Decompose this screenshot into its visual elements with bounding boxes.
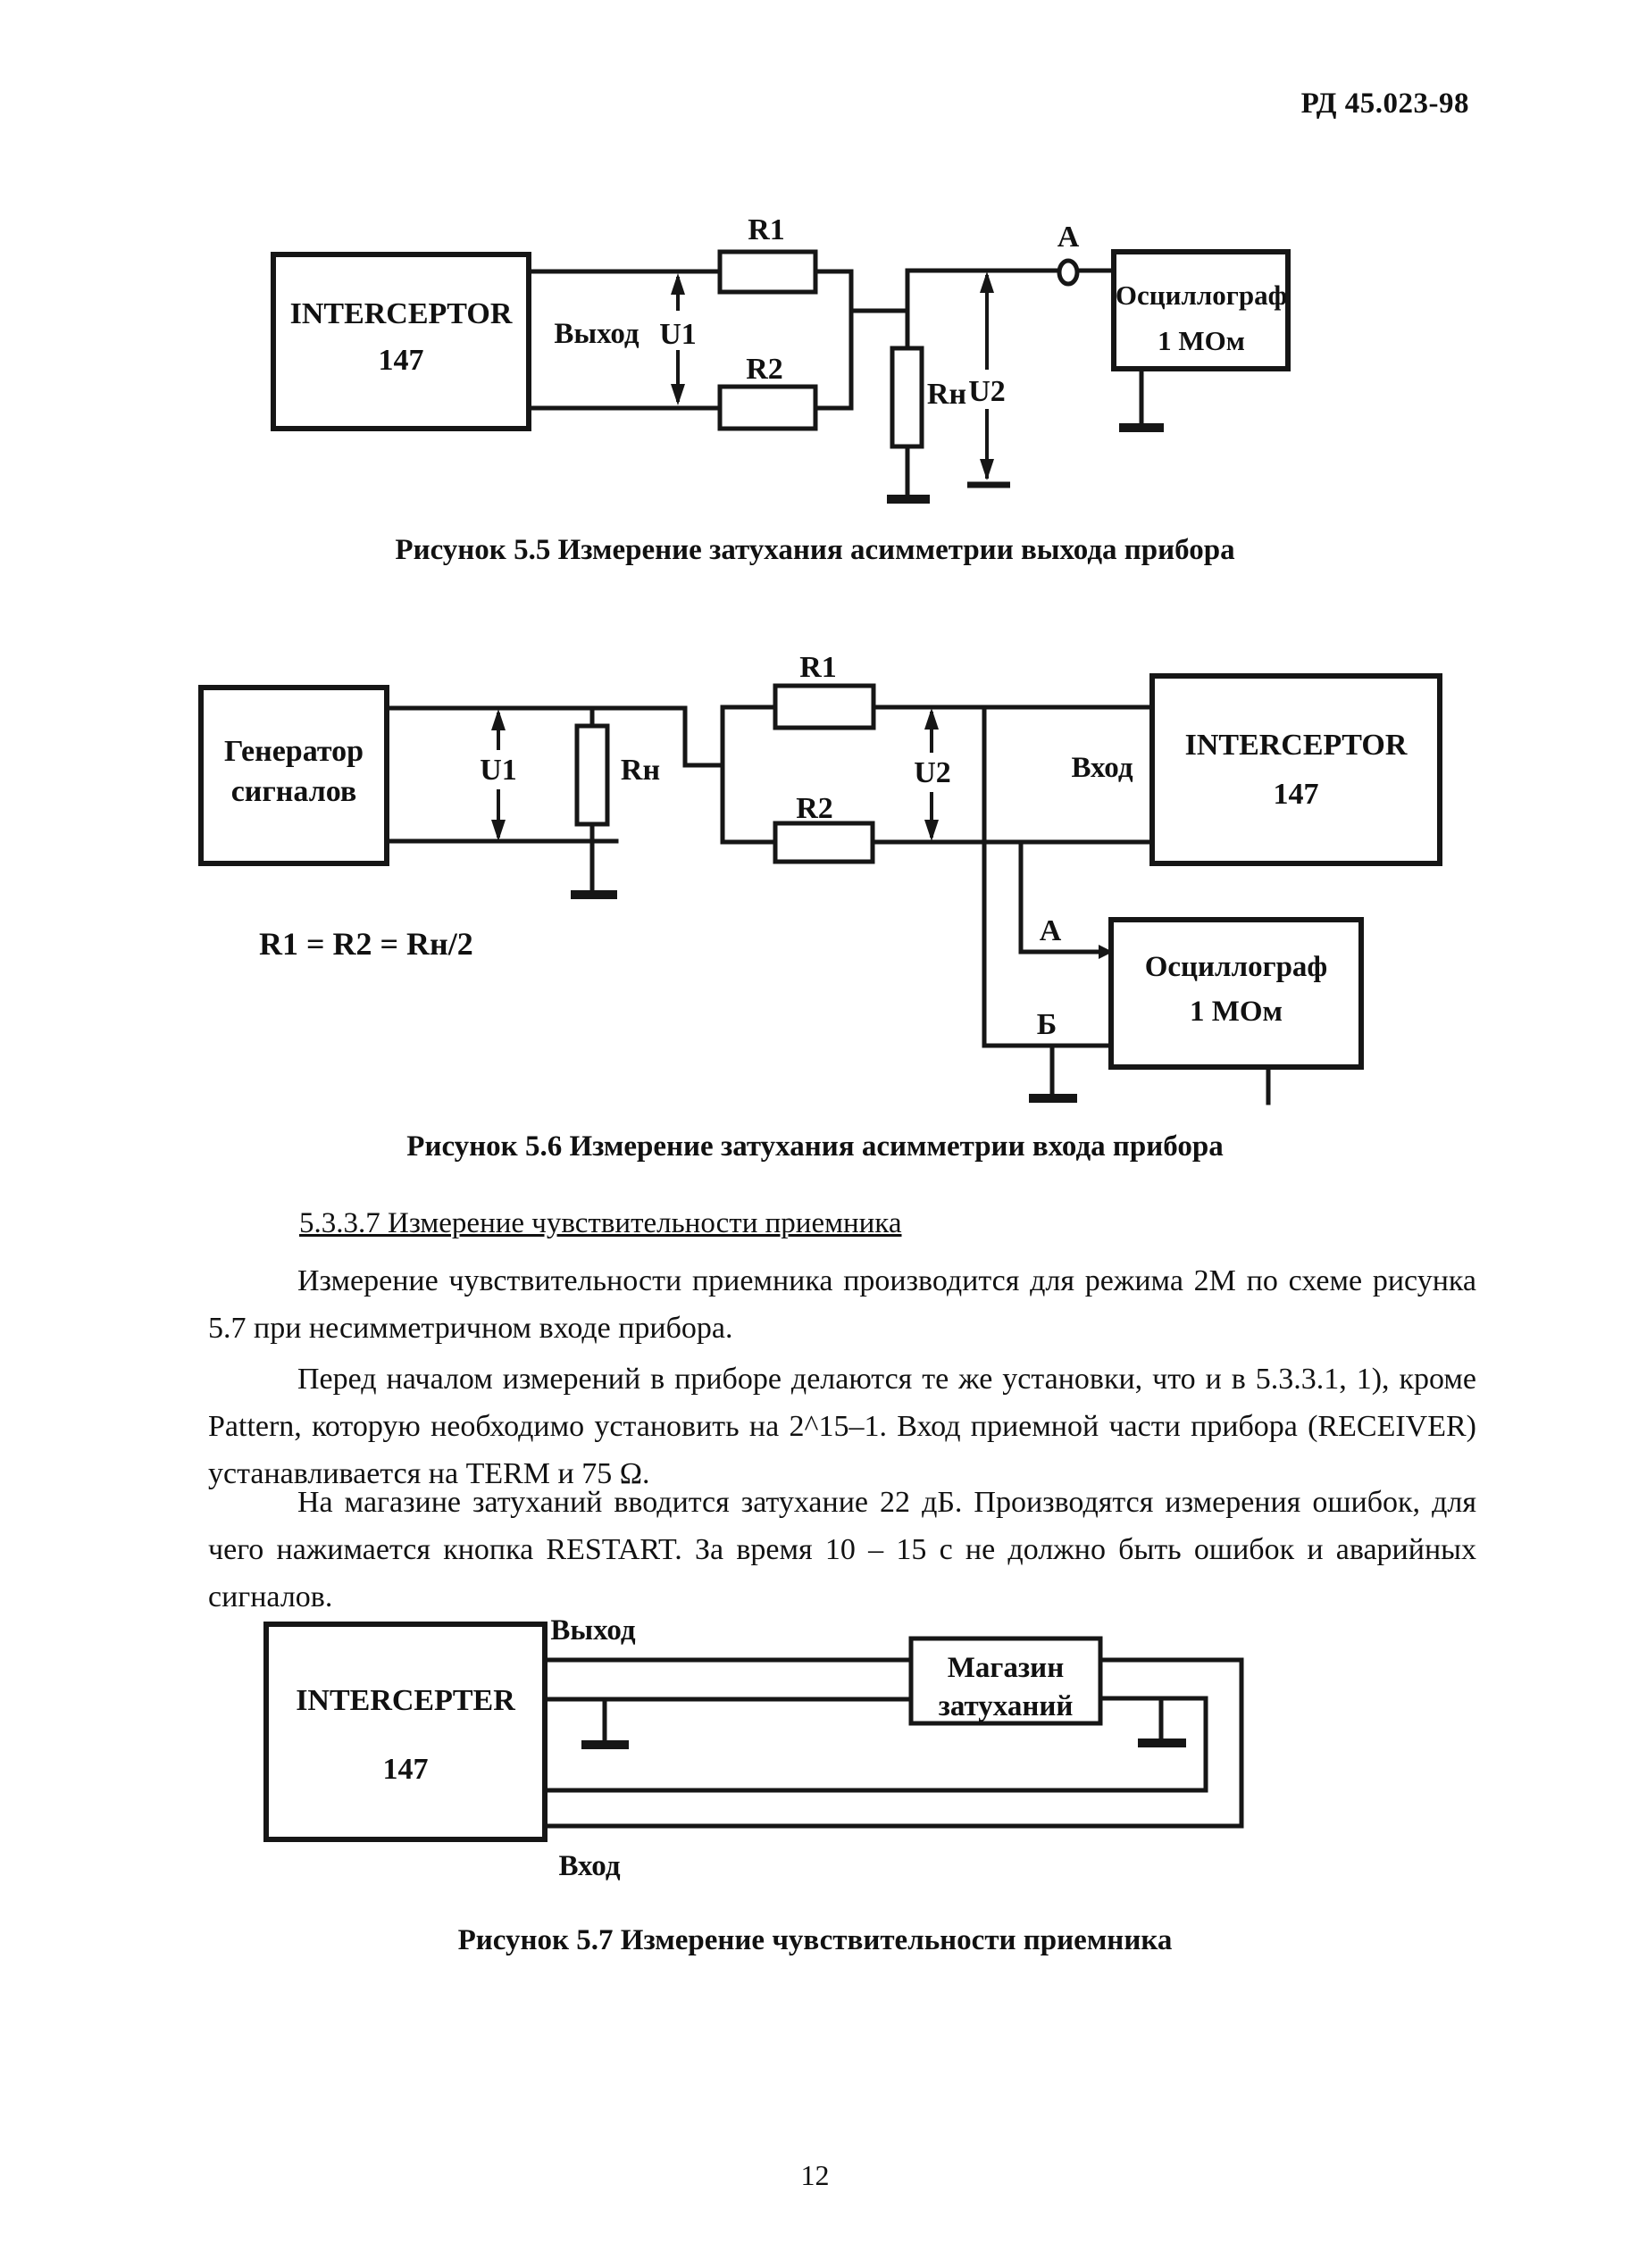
figure-5-7-caption: Рисунок 5.7 Измерение чувствительности п… — [457, 1924, 1173, 1956]
fig57-device-name: INTERCEPTER — [296, 1684, 515, 1717]
figure-5-5-diagram: INTERCEPTOR 147 R1 R2 Выход U1 A Rн U2 О… — [271, 213, 1291, 504]
paragraph-1: Измерение чувствительности приемника про… — [208, 1264, 1476, 1345]
interceptor-box — [1149, 673, 1442, 866]
fig56-r1-label: R1 — [799, 651, 837, 684]
resistor-rn — [890, 346, 924, 449]
resistor-r2 — [773, 821, 875, 864]
u2-arrow-icon — [907, 708, 956, 841]
fig55-u1-label: U1 — [659, 318, 697, 351]
paragraph-2: Перед началом измерений в приборе делают… — [208, 1363, 1476, 1490]
node-a-terminal — [1057, 258, 1080, 287]
resistor-r2 — [717, 384, 818, 431]
u1-arrow-icon — [473, 709, 523, 841]
section-5337-heading: 5.3.3.7 Измерение чувствительности прием… — [299, 1207, 902, 1239]
attenuator-box — [908, 1636, 1103, 1726]
fig56-u1-label: U1 — [480, 754, 517, 787]
fig56-gen-line2: сигналов — [231, 775, 357, 808]
fig56-u2-label: U2 — [914, 756, 951, 789]
fig55-rn-label: Rн — [927, 378, 966, 411]
paragraph-3: На магазине затуханий вводится затухание… — [208, 1486, 1476, 1613]
interceptor-box — [271, 252, 531, 431]
fig56-point-a-label: А — [1040, 914, 1062, 947]
fig55-device-model: 147 — [379, 344, 424, 377]
fig56-scope-name: Осциллограф — [1145, 951, 1328, 983]
figure-5-5-caption: Рисунок 5.5 Измерение затухания асимметр… — [395, 534, 1235, 566]
figure-5-7-diagram: INTERCEPTER 147 Выход Магазин затуханий … — [263, 1614, 1244, 1882]
fig56-device-name: INTERCEPTOR — [1185, 729, 1408, 762]
fig55-device-name: INTERCEPTOR — [290, 297, 513, 330]
fig56-point-b-label: Б — [1037, 1008, 1057, 1041]
fig55-point-a-label: A — [1057, 221, 1080, 254]
document-number: РД 45.023-98 — [1300, 88, 1469, 120]
fig55-r2-label: R2 — [746, 353, 783, 386]
oscilloscope-box — [1111, 249, 1291, 371]
fig56-gen-line1: Генератор — [224, 735, 364, 768]
fig56-r2-label: R2 — [796, 792, 833, 825]
fig55-scope-name: Осциллограф — [1116, 279, 1287, 311]
oscilloscope-box — [1108, 917, 1364, 1070]
fig57-device-model: 147 — [383, 1753, 429, 1786]
fig57-att-line1: Магазин — [948, 1652, 1064, 1684]
page-number: 12 — [800, 2159, 830, 2191]
fig56-scope-impedance: 1 МОм — [1190, 996, 1283, 1028]
fig55-scope-impedance: 1 МОм — [1158, 325, 1245, 356]
fig55-r1-label: R1 — [748, 213, 785, 246]
figure-5-6-diagram: Генератор сигналов R1 R2 U1 Rн U2 Вход I… — [198, 651, 1442, 1105]
fig56-input-label: Вход — [1071, 752, 1133, 784]
u1-arrow-icon — [653, 273, 703, 405]
fig56-rn-label: Rн — [621, 754, 660, 787]
resistor-r1 — [773, 683, 876, 730]
fig55-u2-label: U2 — [968, 375, 1006, 408]
fig57-output-label: Выход — [550, 1614, 636, 1647]
fig57-input-label: Вход — [558, 1850, 620, 1882]
fig57-att-line2: затуханий — [939, 1690, 1074, 1722]
fig56-device-model: 147 — [1274, 778, 1319, 811]
resistor-rn — [574, 723, 610, 827]
intercepter-box — [263, 1622, 548, 1842]
resistor-r1 — [717, 249, 818, 295]
figure-5-6-caption: Рисунок 5.6 Измерение затухания асимметр… — [406, 1130, 1224, 1163]
fig55-output-label: Выход — [554, 318, 639, 350]
u2-arrow-icon — [963, 271, 1011, 488]
resistor-formula: R1 = R2 = Rн/2 — [259, 926, 473, 962]
generator-box — [198, 685, 389, 866]
